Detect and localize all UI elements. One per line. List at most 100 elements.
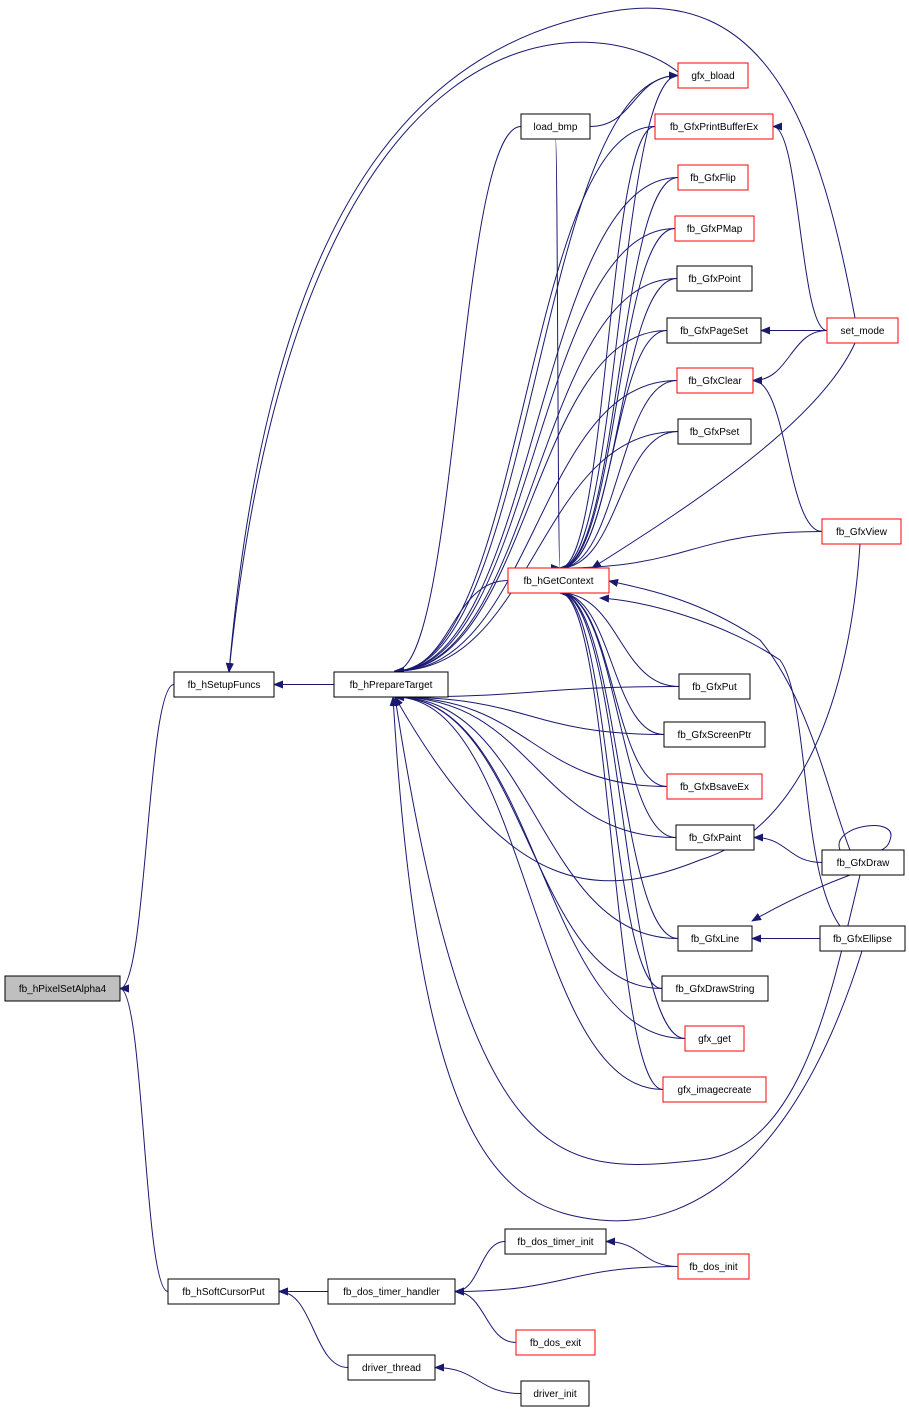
node-gfx_bload[interactable]: gfx_bload — [677, 62, 749, 89]
node-softcursor[interactable]: fb_hSoftCursorPut — [167, 1278, 280, 1305]
edge-gfxpmap-to-getcontext — [559, 228, 676, 572]
node-gfxpset[interactable]: fb_GfxPset — [677, 418, 752, 445]
node-box[interactable] — [677, 418, 752, 445]
node-load_bmp[interactable]: load_bmp — [520, 113, 591, 140]
node-gfx_get[interactable]: gfx_get — [684, 1025, 745, 1052]
node-gfxellipse[interactable]: fb_GfxEllipse — [819, 925, 906, 952]
node-box[interactable] — [504, 1228, 607, 1255]
node-label: fb_GfxScreenPtr — [678, 730, 753, 741]
node-box[interactable] — [819, 925, 906, 952]
node-box[interactable] — [821, 849, 905, 876]
node-label: fb_dos_timer_init — [517, 1237, 593, 1248]
node-preparetarget[interactable]: fb_hPrepareTarget — [333, 671, 449, 698]
node-box[interactable] — [4, 975, 121, 1002]
node-gfxpoint[interactable]: fb_GfxPoint — [676, 265, 753, 292]
node-setupfuncs[interactable]: fb_hSetupFuncs — [173, 671, 275, 698]
node-gfxdrawstring[interactable]: fb_GfxDrawString — [661, 975, 769, 1002]
node-label: fb_dos_timer_handler — [343, 1287, 440, 1298]
node-box[interactable] — [520, 1380, 590, 1407]
node-box[interactable] — [675, 824, 755, 851]
node-gfxscreenptr[interactable]: fb_GfxScreenPtr — [663, 721, 766, 748]
edge-load_bmp-to-preparetarget — [394, 126, 522, 675]
node-box[interactable] — [515, 1329, 596, 1356]
node-box[interactable] — [676, 265, 753, 292]
edge-gfx_bload-to-setupfuncs — [225, 41, 679, 673]
node-label: fb_GfxClear — [688, 376, 742, 387]
node-label: fb_GfxFlip — [690, 173, 736, 184]
node-box[interactable] — [347, 1354, 436, 1381]
node-root[interactable]: fb_hPixelSetAlpha4 — [4, 975, 121, 1002]
node-gfxbsaveex[interactable]: fb_GfxBsaveEx — [666, 773, 763, 800]
node-set_mode[interactable]: set_mode — [826, 317, 899, 344]
edge-gfxline-to-getcontext — [559, 589, 679, 939]
edge-driver_thread-to-softcursor — [278, 1287, 349, 1368]
node-box[interactable] — [520, 113, 591, 140]
node-gfxpaint[interactable]: fb_GfxPaint — [675, 824, 755, 851]
edge-gfxflip-to-getcontext — [559, 177, 679, 572]
node-box[interactable] — [678, 673, 751, 700]
node-box[interactable] — [167, 1278, 280, 1305]
node-gfxpmap[interactable]: fb_GfxPMap — [674, 215, 755, 242]
edge-gfxpset-to-getcontext — [559, 431, 679, 572]
node-box[interactable] — [684, 1025, 745, 1052]
node-box[interactable] — [663, 721, 766, 748]
node-label: fb_GfxDrawString — [676, 984, 755, 995]
edge-gfxdrawstring-to-getcontext — [559, 589, 663, 989]
node-box[interactable] — [661, 975, 769, 1002]
node-box[interactable] — [173, 671, 275, 698]
edge-gfxpaint-to-preparetarget — [394, 693, 677, 838]
nodes: fb_hPixelSetAlpha4 fb_hSetupFuncs fb_hSoft… — [4, 62, 906, 1407]
node-box[interactable] — [654, 113, 774, 140]
node-box[interactable] — [507, 567, 610, 594]
edge-gfxdraw-to-gfxline — [751, 874, 851, 922]
node-label: fb_GfxLine — [691, 934, 740, 945]
node-dos_init[interactable]: fb_dos_init — [677, 1253, 750, 1280]
node-label: fb_hPrepareTarget — [350, 680, 433, 691]
node-gfxdraw[interactable]: fb_GfxDraw — [821, 849, 905, 876]
node-dos_timer_init[interactable]: fb_dos_timer_init — [504, 1228, 607, 1255]
node-label: fb_GfxEllipse — [833, 934, 892, 945]
node-box[interactable] — [826, 317, 899, 344]
edge-set_mode-to-getcontext — [591, 342, 856, 569]
edge-gfxdraw-to-preparetarget — [392, 696, 861, 1165]
node-getcontext[interactable]: fb_hGetContext — [507, 567, 610, 594]
node-label: fb_GfxPageSet — [680, 326, 748, 337]
node-box[interactable] — [677, 164, 749, 191]
node-driver_init[interactable]: driver_init — [520, 1380, 590, 1407]
node-box[interactable] — [333, 671, 449, 698]
node-box[interactable] — [327, 1278, 456, 1305]
node-dos_timer_handler[interactable]: fb_dos_timer_handler — [327, 1278, 456, 1305]
node-printbufferex[interactable]: fb_GfxPrintBufferEx — [654, 113, 774, 140]
node-box[interactable] — [676, 367, 754, 394]
node-driver_thread[interactable]: driver_thread — [347, 1354, 436, 1381]
node-box[interactable] — [666, 317, 762, 344]
edge-setupfuncs-to-root — [119, 684, 175, 993]
node-gfxpageset[interactable]: fb_GfxPageSet — [666, 317, 762, 344]
edge-gfxscreenptr-to-getcontext — [559, 589, 665, 735]
node-label: fb_GfxDraw — [837, 858, 891, 869]
node-box[interactable] — [677, 1253, 750, 1280]
edge-printbufferex-to-preparetarget — [394, 126, 656, 675]
node-box[interactable] — [666, 773, 763, 800]
node-gfxclear[interactable]: fb_GfxClear — [676, 367, 754, 394]
node-box[interactable] — [677, 925, 753, 952]
node-box[interactable] — [674, 215, 755, 242]
node-gfxflip[interactable]: fb_GfxFlip — [677, 164, 749, 191]
edge-load_bmp-to-getcontext — [550, 138, 561, 571]
node-label: fb_hSoftCursorPut — [182, 1287, 264, 1298]
node-label: fb_GfxView — [836, 527, 888, 538]
node-gfxview[interactable]: fb_GfxView — [821, 518, 902, 545]
node-label: fb_hPixelSetAlpha4 — [19, 984, 107, 995]
edge-gfxpset-to-preparetarget — [394, 431, 679, 675]
edge-gfx_imagecreate-to-getcontext — [559, 589, 664, 1090]
node-gfxline[interactable]: fb_GfxLine — [677, 925, 753, 952]
edge-dos_exit-to-dos_timer_handler — [454, 1287, 517, 1343]
node-gfx_imagecreate[interactable]: gfx_imagecreate — [662, 1076, 767, 1103]
node-gfxput[interactable]: fb_GfxPut — [678, 673, 751, 700]
edge-driver_init-to-driver_thread — [434, 1363, 522, 1394]
edge-set_mode-to-gfxclear — [752, 330, 828, 385]
node-box[interactable] — [662, 1076, 767, 1103]
node-box[interactable] — [677, 62, 749, 89]
node-dos_exit[interactable]: fb_dos_exit — [515, 1329, 596, 1356]
node-box[interactable] — [821, 518, 902, 545]
